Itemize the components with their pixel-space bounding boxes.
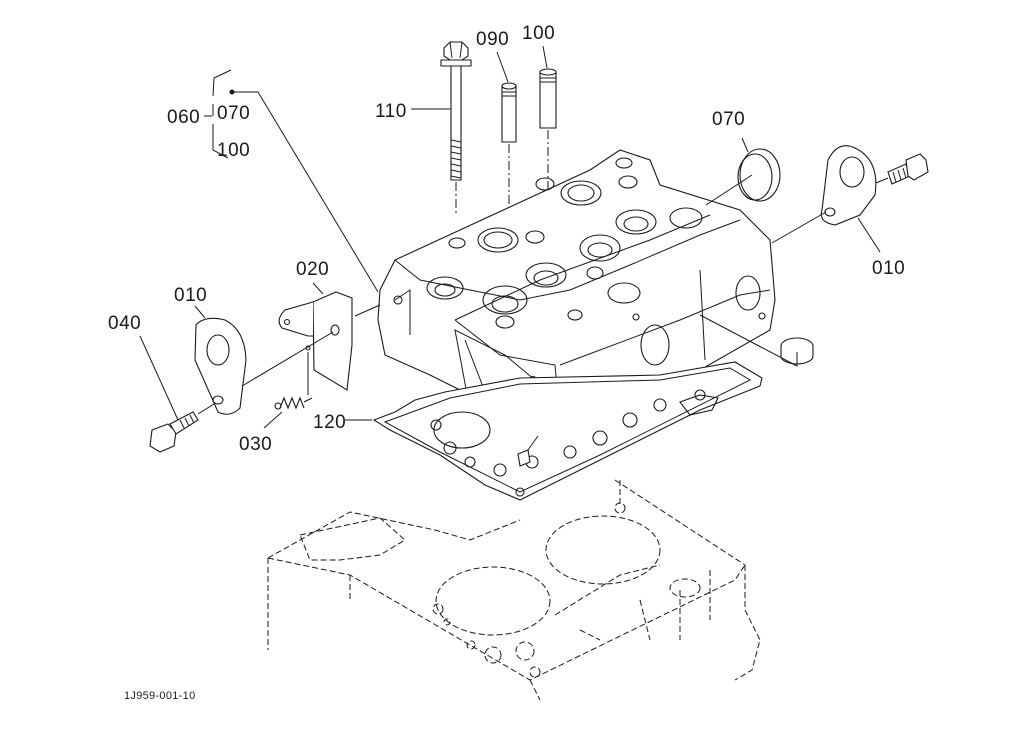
callout-120[interactable]: 120 [313,412,347,433]
lifting-hook-010-right[interactable] [771,145,889,253]
bolt-040[interactable] [139,335,215,453]
callout-010-left[interactable]: 010 [174,285,208,306]
callout-010-right[interactable]: 010 [872,258,906,279]
group-bracket-060 [204,69,379,293]
callout-100[interactable]: 100 [522,23,556,44]
head-gasket-120[interactable] [345,361,763,501]
plug-070[interactable] [705,137,781,206]
callout-060[interactable]: 060 [167,107,201,128]
bolt-right[interactable] [887,153,929,185]
callout-060-member-100[interactable]: 100 [217,140,251,161]
callout-020[interactable]: 020 [296,259,330,280]
callout-110[interactable]: 110 [375,101,407,122]
callout-060-member-070[interactable]: 070 [217,103,251,124]
callout-040[interactable]: 040 [108,313,142,334]
head-bolt-110[interactable] [411,41,472,215]
diagram-reference-code: 1J959-001-10 [124,690,196,702]
spring-030[interactable] [263,352,313,429]
callout-070[interactable]: 070 [712,109,746,130]
callout-030[interactable]: 030 [239,434,273,455]
cylinder-head[interactable] [377,149,776,421]
lifting-hook-010-left[interactable] [194,305,334,415]
callout-090[interactable]: 090 [476,29,510,50]
bracket-020[interactable] [278,282,381,391]
plug-small[interactable] [699,314,814,367]
engine-block [267,479,761,701]
